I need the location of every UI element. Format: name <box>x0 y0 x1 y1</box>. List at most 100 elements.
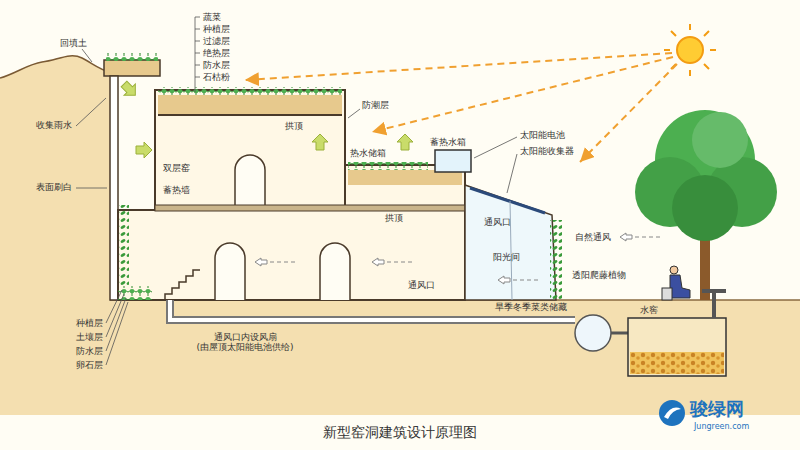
person <box>662 288 672 300</box>
leader-line <box>106 294 124 337</box>
leader-line <box>106 302 128 365</box>
water-cellar <box>628 318 726 376</box>
sun-ray <box>245 53 672 80</box>
upper-vault <box>235 155 265 205</box>
air-pipe <box>170 300 575 320</box>
layer-label: 蔬菜 <box>203 12 221 22</box>
part-label: 拱顶 <box>285 121 303 131</box>
backfill-planter <box>104 60 160 76</box>
tree <box>692 112 748 168</box>
person <box>670 275 690 298</box>
part-label: 通风口 <box>484 217 511 227</box>
part-label: 种植层 <box>76 318 103 328</box>
part-label: 蓄热墙 <box>163 185 190 195</box>
part-label: 太阳能电池 <box>520 130 565 140</box>
person <box>670 266 678 274</box>
part-label: 旱季冬季菜类储藏 <box>495 302 567 312</box>
water-cellar <box>575 289 726 376</box>
watermark-logo <box>664 408 681 419</box>
diagram-title: 新型窑洞建筑设计原理图 <box>0 424 800 440</box>
backfill-planter <box>104 53 160 76</box>
ventilation-arrow <box>255 258 295 266</box>
leader-line <box>76 17 517 365</box>
lower-vault <box>118 210 465 300</box>
leader-line <box>507 154 517 193</box>
lower-vault <box>119 205 129 285</box>
leader-line <box>82 49 92 62</box>
background <box>0 56 800 415</box>
ventilation-arrow <box>255 258 267 266</box>
middle-roof-garden <box>435 150 471 172</box>
sun-ray <box>372 57 673 132</box>
part-label: 透阳爬藤植物 <box>572 270 626 280</box>
layer-label: 过滤层 <box>203 36 230 46</box>
lower-vault <box>118 205 465 300</box>
person <box>662 266 690 300</box>
part-label: 拱顶 <box>385 213 403 223</box>
lower-vault <box>320 243 350 300</box>
heat-arrow <box>118 78 141 101</box>
ventilation-arrow <box>372 258 384 266</box>
sunroom <box>550 220 562 300</box>
heat-arrow <box>312 134 328 150</box>
part-label: 收集雨水 <box>36 120 72 130</box>
upper-vault <box>158 87 342 95</box>
water-cellar <box>630 352 724 374</box>
part-label: 太阳能收集器 <box>520 146 574 156</box>
watermark-logo <box>659 400 685 426</box>
sunroom <box>465 185 556 300</box>
background <box>0 56 110 78</box>
part-label: 热水储箱 <box>350 148 386 158</box>
ventilation-arrow <box>620 233 632 241</box>
water-cellar <box>702 289 726 293</box>
leader-line <box>76 188 107 189</box>
upper-vault <box>155 90 345 210</box>
middle-roof-garden <box>345 150 471 210</box>
ventilation-arrow <box>255 233 662 284</box>
part-label: 水窖 <box>640 305 658 315</box>
part-label: 表面刷白 <box>36 182 72 192</box>
watermark-logo <box>659 400 685 426</box>
upper-vault <box>155 87 345 210</box>
ventilation-arrow <box>387 262 412 263</box>
tree <box>672 175 738 241</box>
ventilation-arrow <box>372 258 412 266</box>
sun <box>677 37 703 63</box>
leader-line <box>348 109 360 118</box>
leader-line <box>76 98 106 126</box>
part-label: 阳光间 <box>493 252 520 262</box>
lower-vault <box>215 243 245 300</box>
leader-line <box>106 298 126 351</box>
watermark: 骏绿网 <box>690 399 744 420</box>
air-pipe <box>170 300 575 320</box>
leader-line <box>474 137 517 158</box>
part-label: 回填土 <box>60 38 87 48</box>
heat-arrow <box>118 78 413 158</box>
leader-line <box>195 17 200 92</box>
outer-wall <box>110 76 118 300</box>
part-label: 卵石层 <box>76 360 103 370</box>
sunroom <box>465 185 562 300</box>
part-label: 自然通风 <box>575 232 611 242</box>
layer-label: 防水层 <box>203 60 230 70</box>
layer-label: 绝热层 <box>203 48 230 58</box>
part-label: 防潮层 <box>362 100 389 110</box>
upper-vault <box>158 95 342 115</box>
middle-roof-garden <box>348 162 428 170</box>
lower-vault <box>118 286 152 300</box>
heat-arrow <box>397 134 413 150</box>
water-cellar <box>611 332 628 335</box>
upper-vault <box>158 114 342 116</box>
water-cellar <box>575 315 611 351</box>
part-label: 通风口 <box>408 280 435 290</box>
ventilation-arrow <box>635 237 662 238</box>
ventilation-arrow <box>498 276 510 284</box>
ventilation-arrow <box>498 276 538 284</box>
lower-vault <box>155 205 465 211</box>
outer-wall <box>110 76 118 300</box>
part-label: 双层窑 <box>163 163 190 173</box>
heat-arrow <box>136 142 152 158</box>
